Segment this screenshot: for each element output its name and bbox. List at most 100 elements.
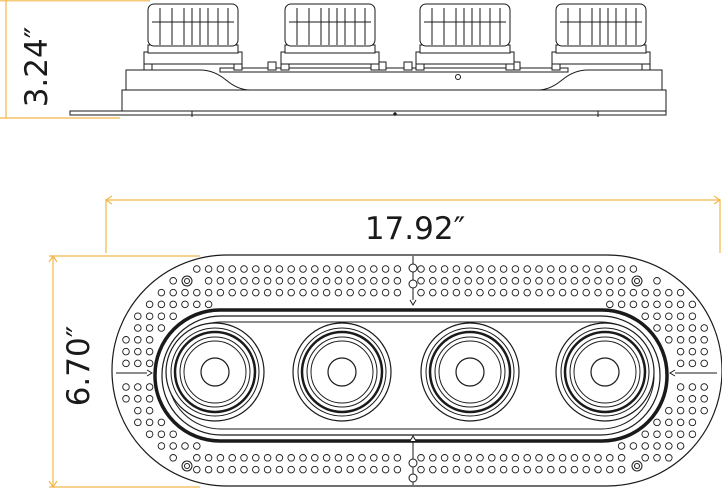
perforation-hole — [263, 465, 272, 474]
perforation-hole — [216, 277, 225, 285]
perforation-hole — [145, 324, 154, 332]
length-dimension — [104, 195, 722, 253]
perforation-hole — [370, 265, 378, 273]
perforation-hole — [476, 454, 484, 462]
side-view-housing — [121, 89, 667, 112]
perforation-hole — [263, 454, 272, 462]
perforation-hole — [676, 359, 685, 368]
perforation-hole — [570, 265, 579, 273]
perforation-hole — [381, 277, 390, 285]
perforation-hole — [464, 465, 472, 474]
perforation-hole — [204, 277, 213, 285]
perforation-hole — [617, 265, 626, 273]
perforation-hole — [334, 454, 343, 462]
perforation-hole — [523, 277, 531, 285]
mounting-screws — [181, 275, 643, 472]
perforation-hole — [429, 265, 437, 273]
lamp-module — [555, 322, 655, 422]
lamp-module — [292, 322, 392, 422]
perforation-hole — [641, 454, 649, 462]
heatsink — [143, 3, 243, 71]
perforation-hole — [606, 300, 614, 309]
perforation-hole — [169, 300, 177, 309]
perforation-hole — [263, 265, 272, 273]
perforation-hole — [252, 277, 260, 285]
perforation-hole — [476, 277, 484, 285]
perforation-hole — [653, 277, 661, 285]
perforation-hole — [665, 312, 673, 320]
length-label: 17.92″ — [365, 211, 465, 247]
perforation-hole — [700, 406, 708, 415]
perforation-hole — [665, 454, 673, 462]
height-dimension — [0, 0, 150, 119]
perforation-hole — [629, 300, 638, 309]
perforation-hole — [417, 277, 425, 285]
perforation-hole — [665, 336, 673, 344]
perforation-hole — [653, 324, 661, 332]
perforation-hole — [275, 265, 284, 273]
perforation-hole — [665, 442, 673, 450]
perforation-hole — [688, 347, 697, 356]
perforation-hole — [499, 265, 508, 273]
perforation-hole — [653, 300, 661, 309]
perforation-hole — [358, 454, 366, 462]
perforation-hole — [370, 277, 378, 285]
perforation-hole — [629, 265, 638, 273]
clip-markers — [116, 256, 717, 485]
perforation-hole — [358, 465, 366, 474]
width-label: 6.70″ — [61, 326, 97, 407]
side-view-heatsinks — [143, 3, 651, 71]
lamp-module — [420, 322, 520, 422]
perforation-hole — [370, 465, 378, 474]
perforation-hole — [311, 288, 319, 297]
perforation-hole — [558, 277, 567, 285]
perforation-hole — [240, 454, 248, 462]
perforation-hole — [488, 465, 496, 474]
perforation-hole — [641, 288, 649, 297]
perforation-hole — [606, 465, 614, 474]
lamp-module — [165, 322, 265, 422]
perforation-hole — [252, 454, 260, 462]
perforation-hole — [145, 418, 154, 427]
perforation-hole — [228, 454, 236, 462]
perforation-hole — [582, 265, 590, 273]
perforation-hole — [216, 265, 225, 273]
perforation-hole — [617, 288, 626, 297]
perforation-hole — [617, 454, 626, 462]
perforation-hole — [134, 347, 142, 356]
perforation-hole — [193, 265, 201, 273]
perforation-hole — [464, 288, 472, 297]
perforation-hole — [499, 454, 508, 462]
perforation-hole — [275, 288, 284, 297]
perforation-hole — [523, 288, 531, 297]
perforation-hole — [476, 288, 484, 297]
perforation-hole — [216, 288, 225, 297]
perforation-hole — [464, 454, 472, 462]
perforation-hole — [370, 454, 378, 462]
perforation-hole — [547, 277, 555, 285]
perforation-hole — [228, 288, 236, 297]
perforation-hole — [287, 265, 295, 273]
perforation-hole — [193, 442, 201, 450]
perforation-hole — [169, 430, 177, 438]
perforation-hole — [594, 454, 602, 462]
perforation-hole — [287, 288, 295, 297]
perforation-hole — [393, 265, 402, 273]
perforation-hole — [181, 288, 189, 297]
perforation-hole — [570, 454, 579, 462]
top-view-plate — [111, 254, 722, 487]
perforation-hole — [134, 395, 142, 403]
perforation-hole — [252, 288, 260, 297]
perforation-hole — [346, 277, 354, 285]
lamp-modules — [165, 322, 655, 422]
perforation-hole — [299, 465, 307, 474]
perforation-holes — [122, 265, 708, 474]
perforation-hole — [157, 430, 166, 438]
perforation-hole — [311, 265, 319, 273]
perforation-hole — [547, 288, 555, 297]
perforation-hole — [440, 465, 449, 474]
perforation-hole — [676, 324, 685, 332]
perforation-hole — [653, 312, 661, 320]
perforation-hole — [193, 465, 201, 474]
perforation-hole — [676, 395, 685, 403]
